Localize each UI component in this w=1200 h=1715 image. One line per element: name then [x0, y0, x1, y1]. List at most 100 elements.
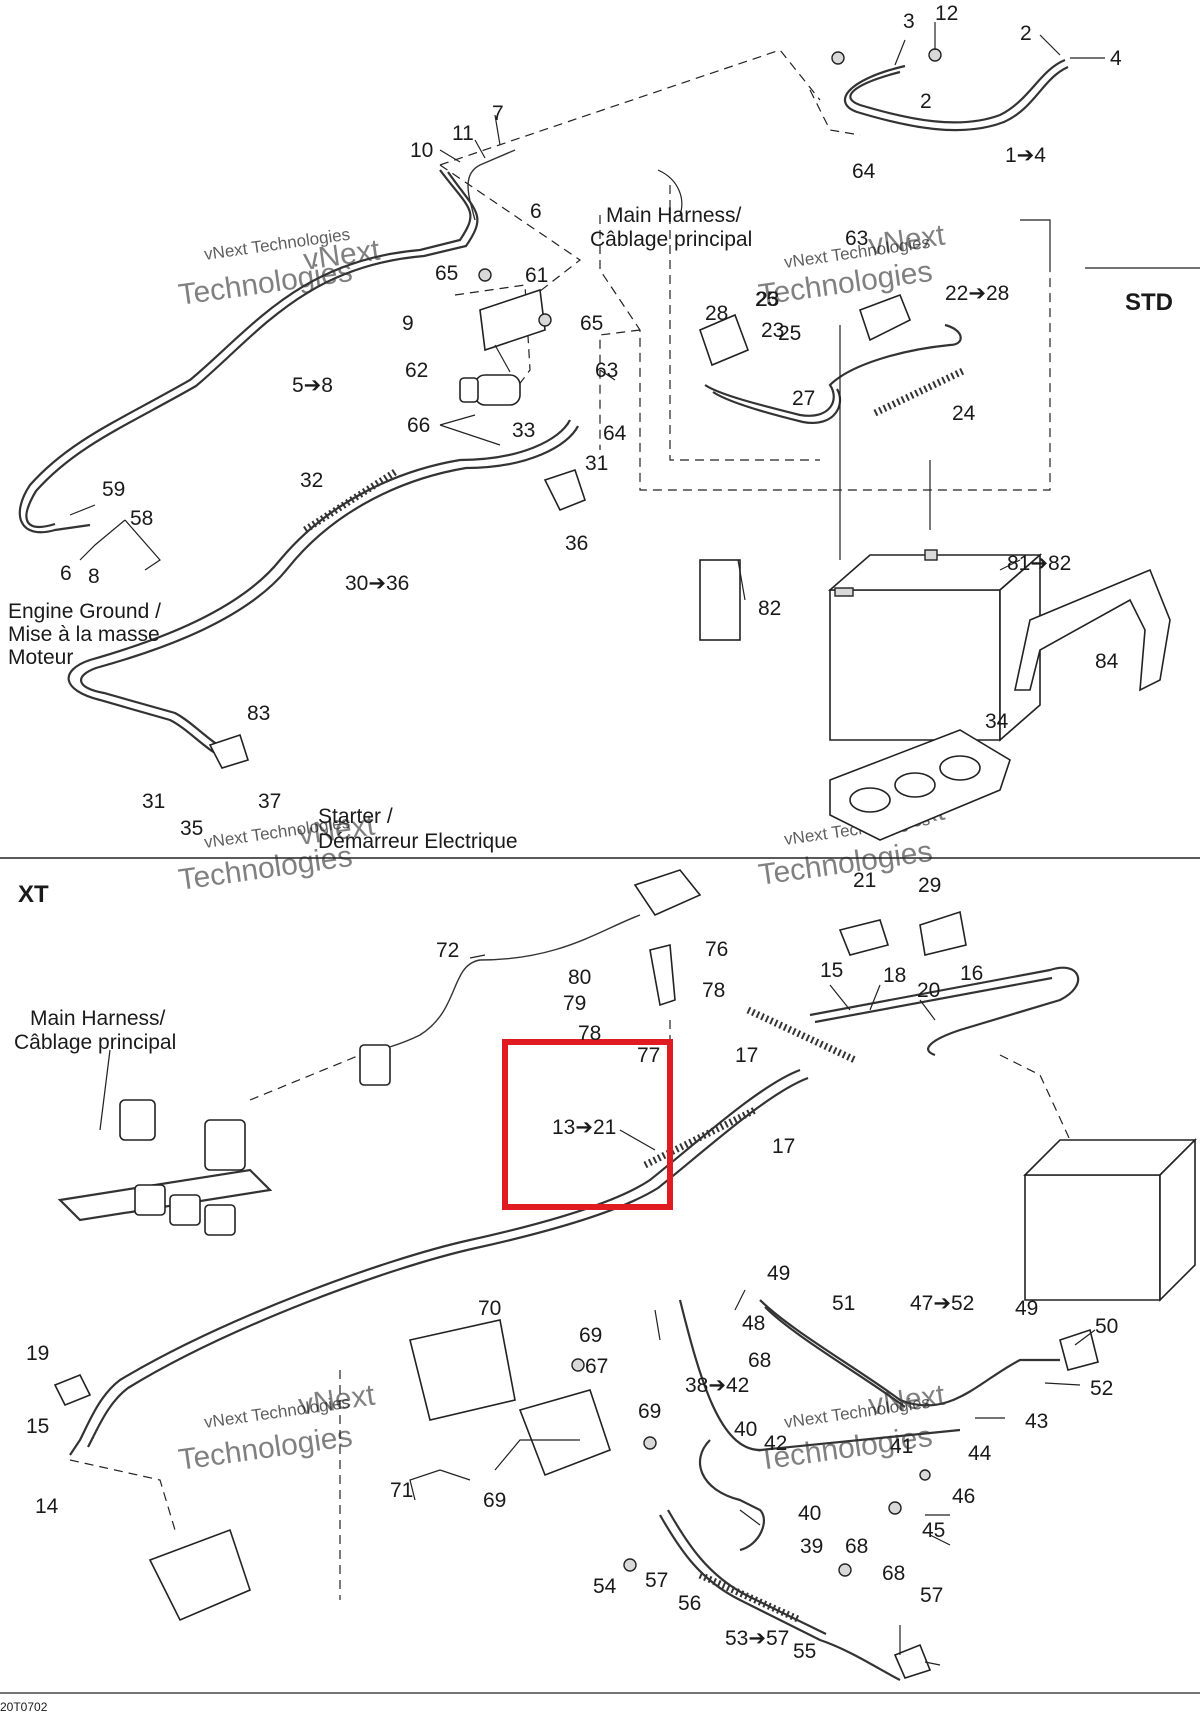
xt-callout-13: 20: [917, 979, 940, 1002]
std-wiring: [18, 49, 1069, 762]
xt-callout-4: 76: [705, 938, 728, 961]
watermark: vNext Technologies Technologies vNext Te…: [176, 218, 947, 1476]
std-callout-22: 23: [761, 319, 784, 342]
xt-callout-14: 17: [735, 1044, 758, 1067]
std-callout-6: 1➔4: [1005, 144, 1046, 167]
note-main-harness-xt-2: Câblage principal: [14, 1031, 176, 1054]
std-callout-18: 23: [756, 288, 779, 311]
std-callout-31: 36: [565, 532, 588, 555]
xt-callout-30: 40: [734, 1418, 757, 1441]
std-callout-39: 81➔82: [1007, 552, 1071, 575]
std-callout-17: 25: [778, 322, 801, 345]
xt-callout-21: 70: [478, 1297, 501, 1320]
xt-callout-25: 68: [748, 1349, 771, 1372]
std-callout-45: 37: [258, 790, 281, 813]
xt-callout-7: 79: [563, 992, 586, 1015]
xt-callout-35: 41: [890, 1435, 913, 1458]
xt-callout-38: 69: [483, 1489, 506, 1512]
note-engine-ground-2: Mise à la masse: [8, 623, 160, 646]
xt-callout-19: 47➔52: [910, 1292, 974, 1315]
std-leaders: [69, 22, 1105, 601]
figure-code: 20T0702: [0, 1700, 48, 1714]
xt-callout-27: 19: [26, 1342, 49, 1365]
std-callout-25: 27: [792, 387, 815, 410]
xt-callout-3: 72: [436, 939, 459, 962]
std-callout-1: 3: [903, 10, 915, 33]
std-callout-23: 62: [405, 359, 428, 382]
std-callout-32: 32: [300, 469, 323, 492]
std-callout-30: 31: [585, 452, 608, 475]
std-callout-15: 9: [402, 312, 414, 335]
xt-callout-16: 48: [742, 1312, 765, 1335]
std-callout-41: 84: [1095, 650, 1119, 673]
xt-callout-46: 68: [882, 1562, 905, 1585]
xt-callout-6: 78: [702, 979, 725, 1002]
std-callout-13: 65: [435, 262, 458, 285]
xt-callout-1: 21: [853, 869, 876, 892]
std-callout-26: 24: [952, 402, 976, 425]
svg-text:vNext: vNext: [866, 218, 947, 261]
std-callout-10: 6: [530, 200, 542, 223]
xt-callout-37: 71: [390, 1479, 413, 1502]
std-callout-16: 65: [580, 312, 603, 335]
xt-callout-22: 69: [579, 1324, 602, 1347]
section-std-label: STD: [1125, 289, 1173, 316]
xt-callout-34: 44: [968, 1442, 992, 1465]
xt-callout-43: 68: [845, 1535, 868, 1558]
svg-text:Technologies: Technologies: [756, 835, 934, 892]
std-callout-34: 58: [130, 507, 153, 530]
std-callout-8: 11: [452, 122, 474, 145]
std-callout-11: 64: [852, 160, 876, 183]
std-callout-3: 2: [1020, 22, 1032, 45]
xt-callout-50: 55: [793, 1640, 816, 1663]
std-callout-35: 5➔8: [292, 374, 333, 397]
note-starter-1: Starter /: [318, 805, 393, 828]
svg-text:vNext: vNext: [296, 1378, 377, 1421]
xt-callout-33: 42: [764, 1432, 787, 1455]
xt-callout-2: 29: [918, 874, 941, 897]
xt-callout-32: 15: [26, 1415, 49, 1438]
std-callout-36: 6: [60, 562, 72, 585]
xt-callout-47: 57: [920, 1584, 943, 1607]
xt-callout-29: 69: [638, 1400, 661, 1423]
std-callout-40: 82: [758, 597, 781, 620]
std-callout-12: 63: [845, 227, 868, 250]
xt-callout-41: 14: [35, 1495, 59, 1518]
std-callout-20: 22➔28: [945, 282, 1009, 305]
xt-callout-12: 16: [960, 962, 983, 985]
std-callout-9: 10: [410, 139, 433, 162]
svg-text:Technologies: Technologies: [176, 1420, 354, 1477]
note-main-harness-2: Câblage principal: [590, 228, 752, 251]
xt-callout-10: 15: [820, 959, 843, 982]
std-callout-14: 61: [525, 264, 548, 287]
xt-callout-20: 49: [1015, 1297, 1038, 1320]
std-callout-42: 34: [985, 710, 1009, 733]
xt-wiring: [69, 914, 1080, 1681]
xt-callout-9: 77: [637, 1044, 660, 1067]
std-callout-37: 8: [88, 565, 100, 588]
xt-callout-48: 56: [678, 1592, 701, 1615]
notes: Main Harness/ Câblage principal Engine G…: [0, 204, 1173, 1714]
main-harness-xt: [57, 1044, 391, 1236]
xt-callout-8: 78: [578, 1022, 601, 1045]
std-callout-21: 25: [755, 288, 778, 311]
xt-callout-11: 18: [883, 964, 906, 987]
note-main-harness-1: Main Harness/: [606, 204, 742, 227]
battery-std: [827, 549, 1043, 742]
note-engine-ground-3: Moteur: [8, 646, 73, 669]
xt-callout-24: 50: [1095, 1315, 1118, 1338]
xt-callout-40: 45: [922, 1519, 945, 1542]
std-callout-19: 28: [705, 302, 728, 325]
std-callout-5: 2: [920, 90, 932, 113]
xt-callout-28: 38➔42: [685, 1374, 749, 1397]
xt-callout-5: 80: [568, 966, 591, 989]
std-callout-29: 64: [603, 422, 627, 445]
note-engine-ground-1: Engine Ground /: [8, 600, 161, 623]
std-callout-44: 31: [142, 790, 165, 813]
xt-callout-23: 67: [585, 1355, 608, 1378]
highlight-box: [502, 1039, 673, 1210]
xt-callout-39: 40: [798, 1502, 821, 1525]
xt-callout-44: 54: [593, 1575, 617, 1598]
